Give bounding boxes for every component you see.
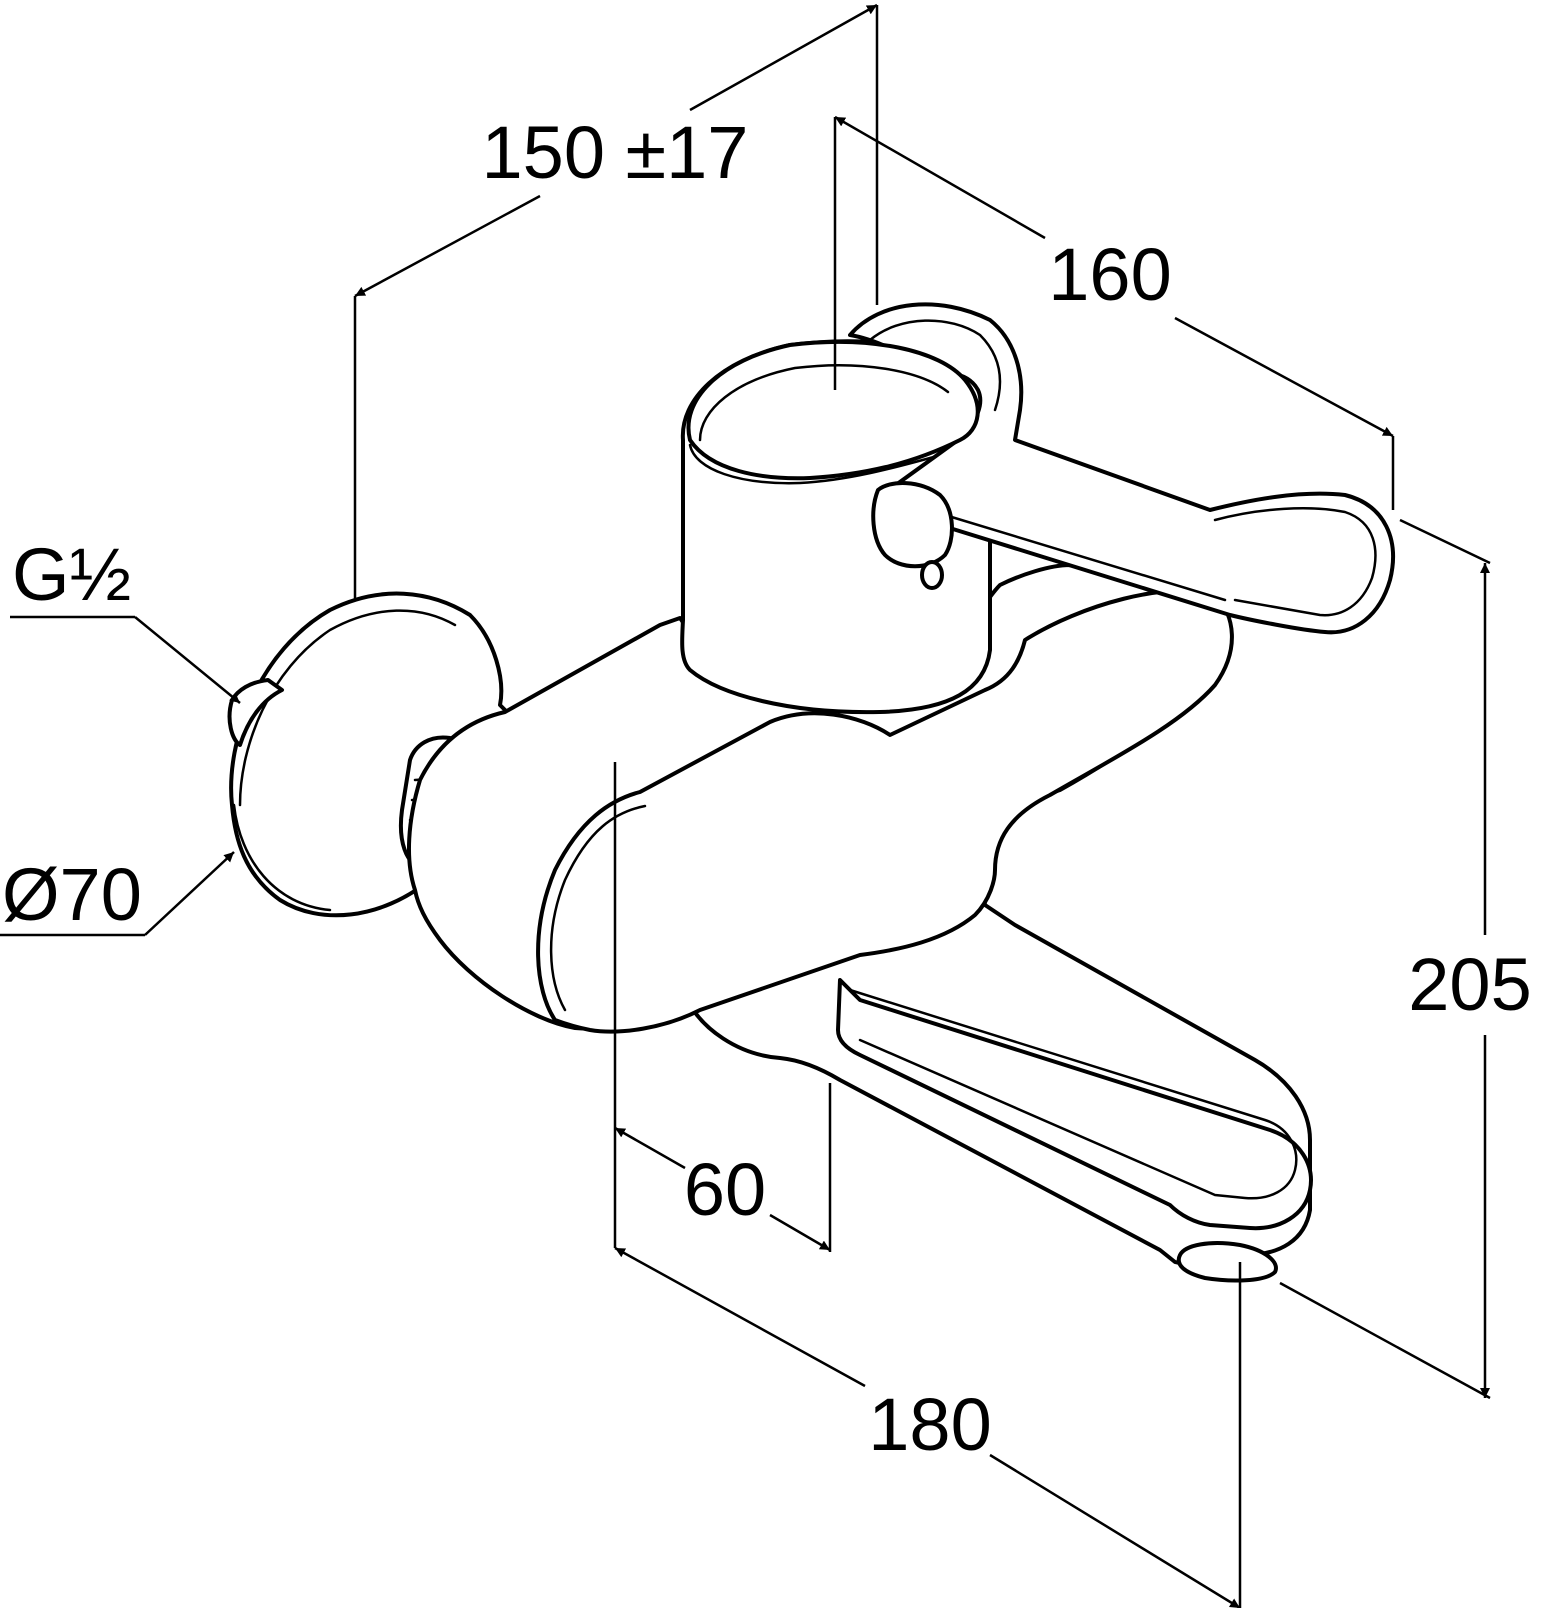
- rosette-rim: [238, 609, 457, 807]
- dim-diameter-leader: [144, 851, 235, 936]
- dim-150-line-b: [689, 3, 878, 112]
- dim-160-label: 160: [1048, 233, 1171, 316]
- lever-paddle-inner: [1213, 507, 1377, 617]
- housing-face-inner: [549, 804, 647, 1012]
- rosette-edge: [232, 803, 332, 912]
- housing-front-face: [536, 588, 1234, 1034]
- thread-nipple: [227, 678, 284, 747]
- dim-160-line-a: [834, 115, 1046, 240]
- spout: [836, 978, 1313, 1231]
- set-screw: [920, 560, 944, 590]
- dim-60-line-b: [769, 1213, 831, 1252]
- cylinder-top-edge: [688, 443, 962, 485]
- dim-180-label: 180: [868, 1383, 991, 1466]
- dim-205-ext-top: [1399, 518, 1491, 565]
- lever-handle: [848, 302, 1395, 635]
- dimension-lines: 150 ±17 160 G½ Ø70 205 60 180: [0, 3, 1532, 1608]
- dim-205-label: 205: [1408, 943, 1531, 1026]
- dim-diameter-label: Ø70: [2, 853, 142, 936]
- dim-160-line-b: [1174, 316, 1394, 438]
- dim-150-line-a: [354, 194, 541, 298]
- cap-rim: [698, 364, 950, 442]
- dim-thread-label: G½: [12, 533, 131, 616]
- lever-arm-edge: [943, 513, 1227, 602]
- dim-60-label: 60: [684, 1148, 766, 1231]
- dim-thread-leader: [134, 616, 241, 704]
- mixer-top-cap: [686, 339, 980, 481]
- spout-top-face: [848, 988, 1298, 1200]
- lever-pivot: [871, 481, 954, 569]
- dim-205-ext-bottom: [1279, 1281, 1491, 1400]
- dim-150-label: 150 ±17: [482, 111, 749, 194]
- spout-aerator: [1176, 1241, 1278, 1283]
- lever-inner-edge: [868, 319, 1002, 412]
- faucet: [227, 302, 1395, 1283]
- dim-180-line-a: [614, 1246, 866, 1388]
- dim-180-line-b: [989, 1453, 1241, 1608]
- dim-60-line-a: [614, 1126, 686, 1170]
